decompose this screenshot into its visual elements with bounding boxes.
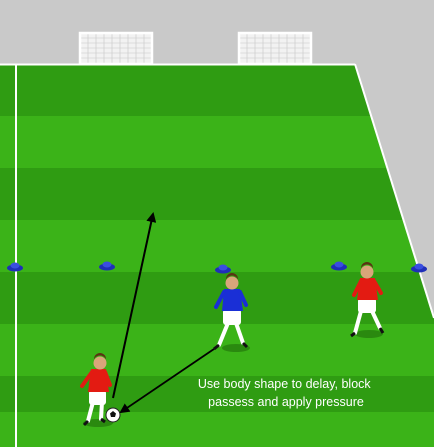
movement-arrows xyxy=(112,212,215,414)
cone-3 xyxy=(215,264,231,274)
goal-right xyxy=(237,31,313,66)
cone-2 xyxy=(99,261,115,271)
cone-4 xyxy=(331,261,347,271)
red-player-attacker xyxy=(80,353,113,427)
cone-5 xyxy=(411,263,427,273)
blue-defender xyxy=(213,273,250,352)
pitch-lines xyxy=(0,63,434,447)
pass-arrow-long xyxy=(112,212,157,399)
pressure-arrow xyxy=(119,348,215,414)
pitch xyxy=(0,64,434,447)
caption-line-1: Use body shape to delay, block xyxy=(198,377,372,391)
caption-line-2: passess and apply pressure xyxy=(208,395,364,409)
red-player-right xyxy=(350,262,385,338)
cone-markers xyxy=(7,261,427,274)
goal-left xyxy=(78,31,154,66)
cone-1 xyxy=(7,262,23,272)
coaching-caption: Use body shape to delay, block passess a… xyxy=(198,377,374,409)
ball xyxy=(105,407,121,423)
